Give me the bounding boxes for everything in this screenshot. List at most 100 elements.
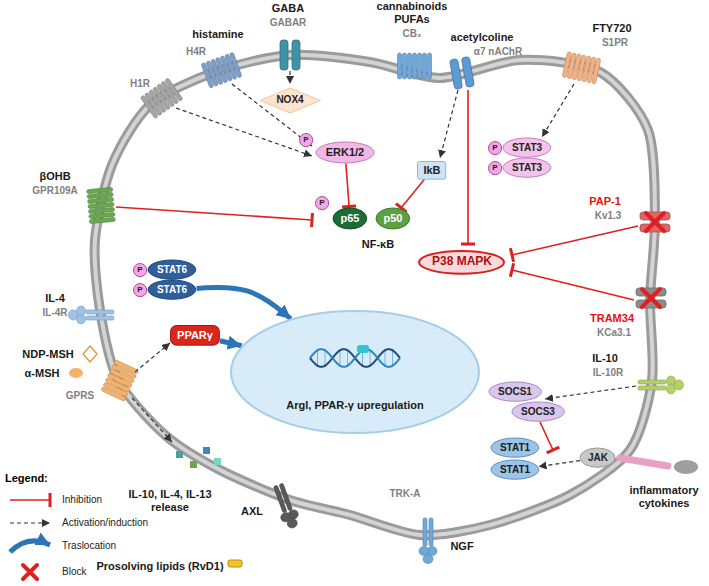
phospho-circle: P: [133, 263, 147, 277]
node-label: p65: [341, 212, 360, 225]
dna-rung: [385, 350, 386, 366]
phospho-circle-outline: [299, 133, 312, 146]
node-label: P: [303, 135, 308, 144]
receptor-domain: [77, 306, 86, 316]
ligand-label: inflammatory cytokines: [624, 484, 704, 509]
channel-subunit: [461, 56, 474, 87]
leader-line: [512, 226, 638, 255]
node-label: P: [492, 143, 497, 152]
activation-connector: [539, 461, 580, 467]
protein-ellipse: ERK1/2: [315, 141, 375, 164]
inhibition-connector: [346, 163, 349, 206]
leader-line: [545, 386, 636, 399]
node-text-group: P38 MAPK: [432, 255, 492, 269]
ligand-label: histamine: [192, 28, 243, 41]
protein-ellipse-outline: [503, 138, 551, 157]
helix: [229, 52, 242, 78]
inhibition-connector: [401, 179, 424, 208]
kv13-channel: [640, 212, 670, 232]
phospho-circle-outline: [133, 263, 146, 276]
dna-rung: [340, 350, 341, 366]
nucleus: Argl, PPAR-γ upregulation: [230, 310, 480, 434]
node-text-group: IkB: [423, 164, 440, 177]
enzyme-diamond-outline: [260, 88, 320, 113]
node-text-group: P: [137, 285, 142, 294]
ligand-label: NF-κB: [362, 238, 394, 251]
receptor-chain: [638, 380, 666, 384]
node-label: STAT6: [157, 284, 187, 296]
dna-rung: [392, 350, 393, 366]
cytokine-receptor: [620, 458, 668, 466]
node-label: P: [137, 285, 142, 294]
receptor-label: H4R: [186, 46, 206, 58]
protein-ellipse: STAT1: [490, 459, 540, 480]
dna-rung: [325, 350, 326, 366]
ligand-label: FTY720: [592, 22, 631, 35]
ligand-label: GABA: [272, 2, 304, 15]
s1pr-receptor: [562, 52, 601, 85]
receptor-label: GPRS: [66, 390, 94, 402]
protein-ellipse: SOCS1: [488, 381, 542, 402]
axl-receptor: [270, 482, 302, 531]
ligand-label: AXL: [241, 505, 263, 518]
receptor-label: IL-10R: [593, 367, 624, 379]
node-label: PPARγ: [177, 329, 213, 342]
receptor-domain: [69, 310, 78, 320]
gabar-channel: [280, 40, 300, 70]
node-text-group: ERK1/2: [326, 146, 365, 159]
protein-ellipse-outline: [333, 208, 367, 229]
node-text-group: STAT1: [500, 464, 530, 476]
dna-strand: [310, 349, 400, 367]
receptor-label: H1R: [130, 78, 150, 90]
node-text-group: P: [319, 198, 324, 207]
helix: [408, 53, 412, 79]
protein-box: PPARγ: [170, 325, 220, 346]
receptor-chain: [274, 485, 287, 513]
ligand-label: βOHB: [39, 170, 70, 183]
receptor-label: α7 nAChR: [474, 46, 522, 58]
receptor-chain: [86, 310, 114, 314]
node-label: P: [492, 163, 497, 172]
ligand-label: Prosolving lipids (RvD1): [96, 560, 223, 573]
kca31-channel: [636, 288, 666, 308]
ligand-label: PUFAs: [394, 13, 429, 26]
node-text-group: P: [303, 135, 308, 144]
node-label: P38 MAPK: [432, 255, 492, 269]
receptor-label: Kv1.3: [595, 210, 622, 222]
dna-helix: [310, 345, 400, 367]
receptor-label: KCa3.1: [597, 327, 631, 339]
node-text-group: p65: [341, 212, 360, 225]
ligand-label: acetylcoline: [451, 31, 514, 44]
channel-subunit: [450, 59, 463, 90]
node-label: NOX4: [276, 94, 303, 106]
node-text-group: JAK: [588, 452, 608, 464]
node-label: IkB: [423, 164, 440, 177]
node-text-group: Argl, PPAR-γ upregulation: [286, 399, 423, 412]
channel-subunit: [280, 40, 288, 70]
protein-ellipse: p65: [332, 207, 368, 230]
node-text-group: P: [492, 163, 497, 172]
node-text-group: NOX4: [276, 94, 303, 106]
protein-ellipse: STAT1: [490, 437, 540, 458]
protein-ellipse-outline: [491, 460, 539, 479]
node-label: STAT6: [157, 264, 187, 276]
node-label: ERK1/2: [326, 146, 365, 159]
helix: [413, 53, 417, 79]
block-cross: [646, 213, 664, 231]
node-text-group: STAT6: [157, 284, 187, 296]
leader-line: [116, 207, 312, 220]
nachr-channel: [450, 56, 475, 89]
ligand-label: NDP-MSH: [22, 348, 73, 361]
receptor-label: TRK-A: [389, 488, 420, 500]
receptor-label: GPR109A: [32, 185, 78, 197]
receptor-domain: [423, 555, 433, 564]
legend-sample: [23, 565, 37, 579]
helix: [403, 53, 407, 79]
drug-label: TRAM34: [590, 312, 634, 325]
helix: [87, 187, 113, 193]
node-text-group: SOCS3: [521, 406, 555, 418]
cytokine-release-symbol: [190, 461, 197, 468]
protein-box-outline: [171, 325, 220, 345]
receptor-chain: [423, 518, 427, 546]
